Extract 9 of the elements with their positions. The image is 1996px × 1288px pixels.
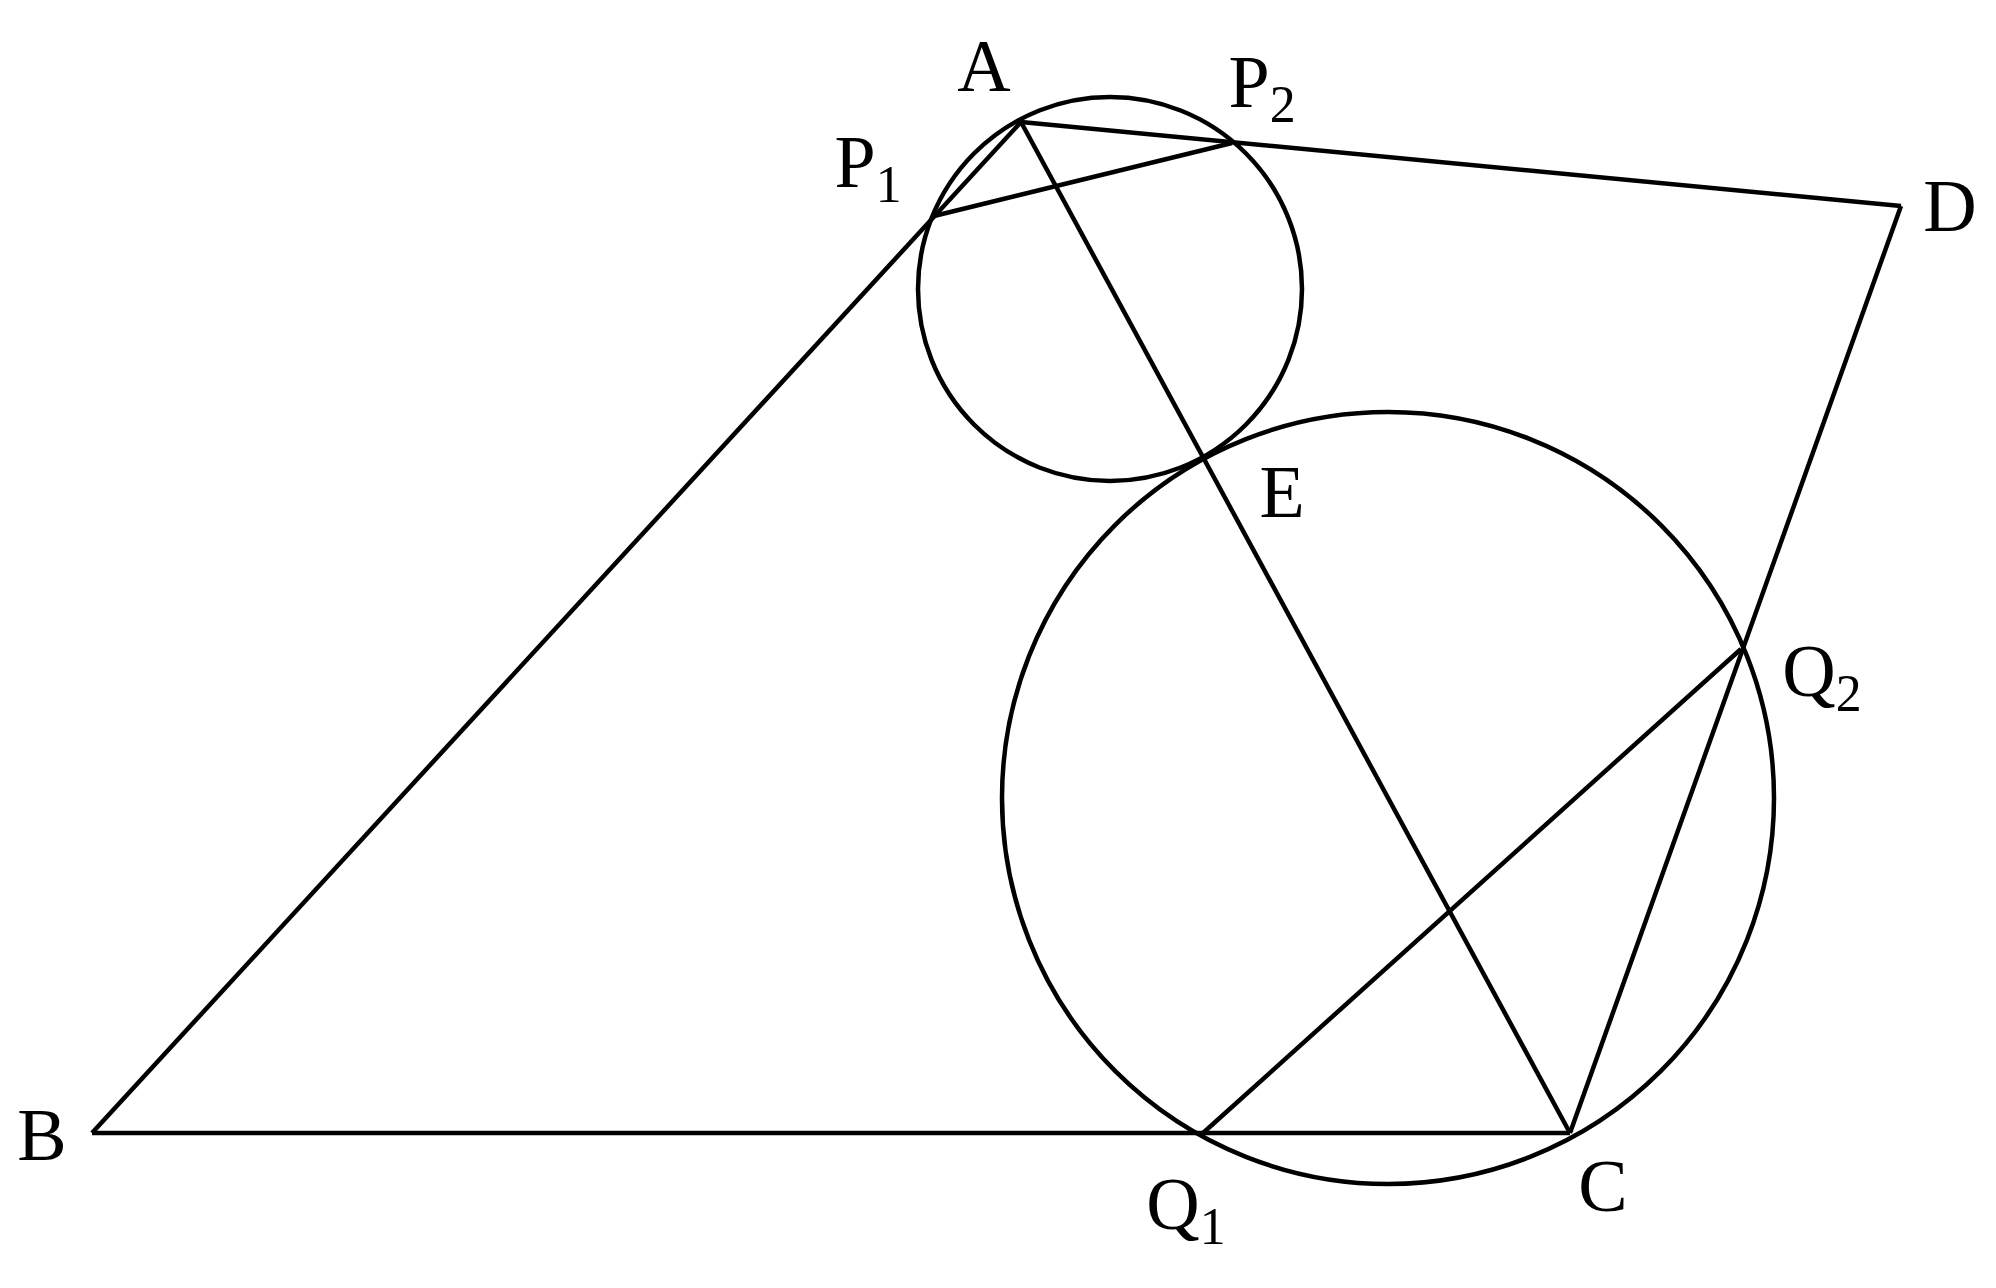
point-label: Q$_{1}$ (1146, 1166, 1226, 1254)
point-label: A (957, 29, 1011, 103)
point-label: C (1578, 1149, 1628, 1223)
point-label: E (1259, 455, 1305, 529)
point-label: D (1923, 169, 1977, 243)
point-label: B (17, 1098, 67, 1172)
point-label: P$_{1}$ (834, 124, 902, 212)
point-label: Q$_{2}$ (1782, 633, 1862, 721)
point-label: P$_{2}$ (1228, 44, 1296, 132)
